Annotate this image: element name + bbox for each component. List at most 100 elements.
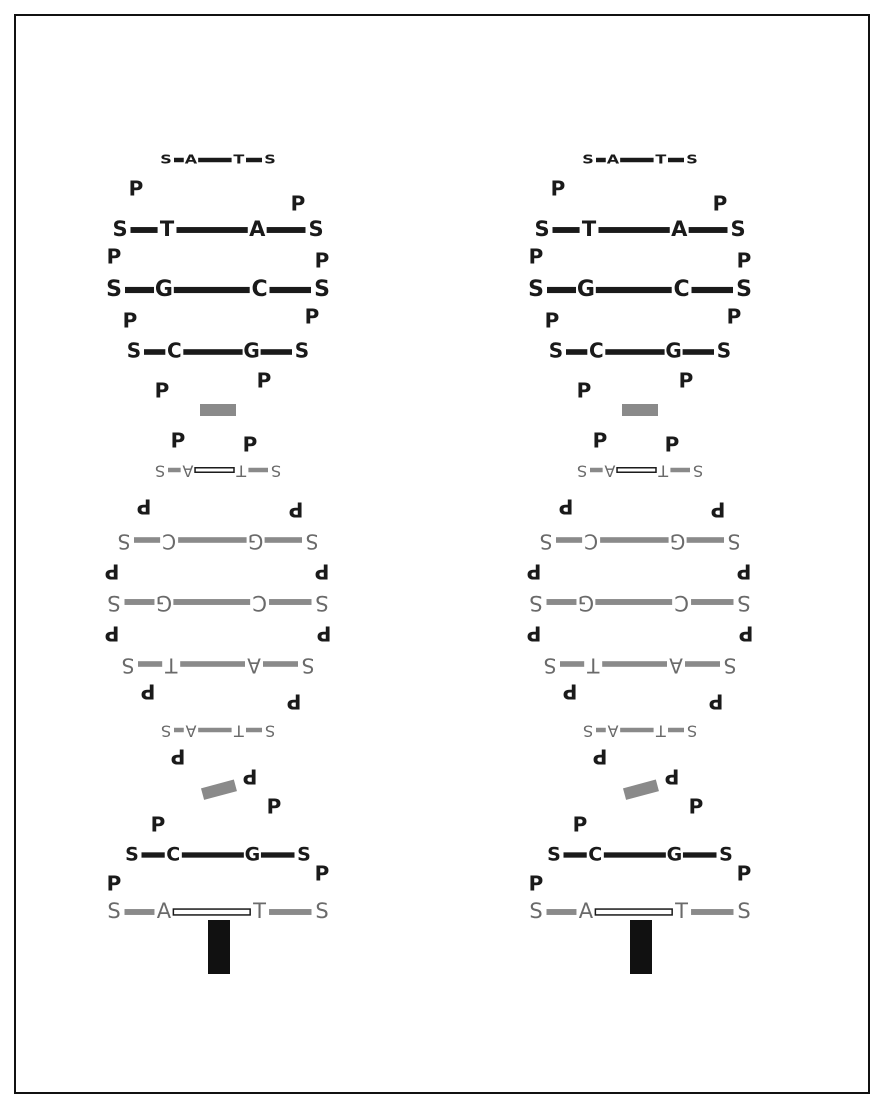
sugar-base-bond: [134, 537, 161, 543]
phosphate-label: P: [171, 429, 186, 453]
phosphate-label: P: [727, 305, 742, 329]
sugar-label: S: [730, 217, 745, 241]
sugar-label: S: [582, 153, 594, 167]
base-label: A: [579, 899, 594, 923]
base-pair-bond: [595, 599, 673, 605]
base-label: A: [607, 722, 618, 741]
sugar-label: S: [125, 844, 139, 866]
phosphate-label: P: [527, 622, 542, 646]
base-label: G: [577, 277, 595, 302]
phosphate-label: P: [593, 745, 608, 769]
sugar-label: S: [728, 530, 741, 554]
base-pair-bond: [602, 661, 667, 667]
base-label: C: [584, 530, 598, 554]
phosphate-label: P: [291, 192, 306, 216]
phosphate-label: P: [737, 249, 752, 273]
sugar-label: S: [155, 462, 165, 481]
sugar-label: S: [547, 844, 561, 866]
sugar-base-bond: [691, 286, 733, 294]
sugar-base-bond: [248, 467, 268, 473]
base-label: C: [252, 591, 267, 615]
sugar-label: S: [719, 844, 733, 866]
sugar-base-bond: [266, 227, 306, 233]
base-pair-bond: [176, 227, 248, 233]
sugar-base-bond: [168, 467, 181, 473]
sugar-base-bond: [546, 909, 577, 915]
base-label: T: [674, 899, 688, 923]
phosphate-label: P: [737, 560, 752, 584]
sugar-label: S: [737, 591, 750, 615]
phosphate-label: P: [287, 690, 302, 714]
sugar-base-bond: [691, 599, 734, 605]
helix-twist-mark: [200, 779, 237, 800]
base-pair-bond: [620, 727, 654, 733]
sugar-label: S: [107, 591, 120, 615]
sugar-label: S: [549, 339, 563, 363]
base-pair-bond: [603, 852, 666, 858]
figure-frame: [14, 14, 870, 1094]
sugar-label: S: [544, 654, 557, 678]
phosphate-label: P: [573, 813, 588, 837]
phosphate-label: P: [737, 862, 752, 886]
base-pair-bond: [620, 157, 654, 163]
base-label: C: [167, 339, 182, 363]
sugar-base-bond: [141, 852, 165, 858]
sugar-base-bond: [125, 286, 155, 294]
phosphate-label: P: [665, 765, 680, 789]
sugar-base-bond: [269, 909, 312, 915]
sugar-base-bond: [124, 599, 155, 605]
base-label: T: [656, 722, 667, 741]
sugar-base-bond: [668, 157, 684, 163]
phosphate-label: P: [123, 309, 138, 333]
base-label: C: [252, 277, 268, 302]
base-label: T: [234, 722, 245, 741]
phosphate-label: P: [257, 369, 272, 393]
base-label: G: [243, 339, 259, 363]
base-pair-bond: [595, 286, 672, 294]
sugar-label: S: [265, 722, 275, 741]
sugar-base-bond: [260, 349, 292, 355]
sugar-label: S: [577, 462, 587, 481]
base-label: C: [588, 844, 602, 866]
phosphate-label: P: [529, 245, 544, 269]
sugar-base-bond: [688, 227, 728, 233]
phosphate-label: P: [315, 249, 330, 273]
base-label: C: [162, 530, 176, 554]
helix-stem-block: [208, 920, 230, 974]
sugar-base-bond: [138, 661, 163, 667]
base-label: G: [670, 530, 686, 554]
sugar-label: S: [107, 899, 120, 923]
phosphate-label: P: [713, 192, 728, 216]
sugar-label: S: [529, 591, 542, 615]
base-label: G: [248, 530, 264, 554]
sugar-label: S: [540, 530, 553, 554]
base-label: A: [671, 217, 688, 241]
phosphate-label: P: [689, 795, 704, 819]
base-label: G: [667, 844, 683, 866]
sugar-label: S: [308, 217, 323, 241]
phosphate-label: P: [315, 560, 330, 584]
sugar-base-bond: [130, 227, 158, 233]
sugar-base-bond: [668, 727, 684, 733]
base-label: A: [607, 153, 620, 167]
sugar-base-bond: [686, 537, 724, 543]
sugar-base-bond: [269, 599, 312, 605]
phosphate-label: P: [243, 433, 258, 457]
sugar-base-bond: [246, 157, 262, 163]
sugar-label: S: [127, 339, 141, 363]
sugar-base-bond: [124, 909, 155, 915]
phosphate-label: P: [155, 379, 170, 403]
base-pair-bond: [178, 537, 247, 543]
base-label: C: [674, 277, 690, 302]
base-label: T: [586, 654, 600, 678]
